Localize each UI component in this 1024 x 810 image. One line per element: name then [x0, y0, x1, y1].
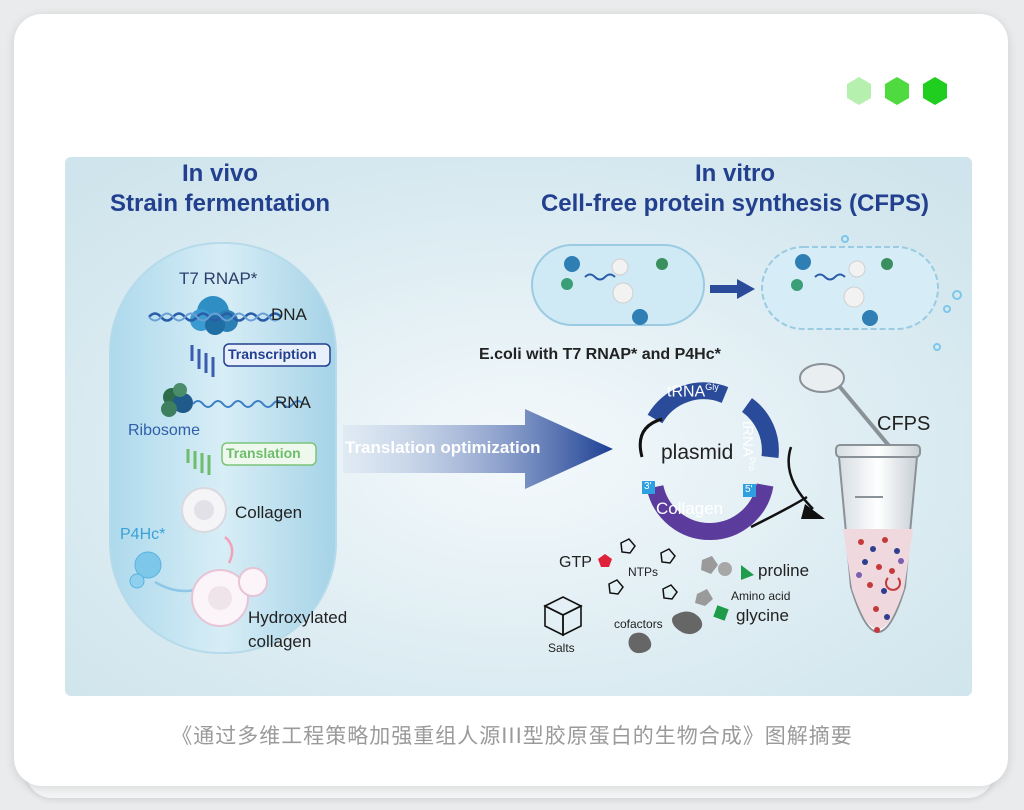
diagram-graphics: [109, 235, 962, 654]
trna-gly-sup: Gly: [705, 382, 719, 392]
salts-label: Salts: [548, 641, 575, 655]
trna-pro-sup: Pro: [747, 456, 757, 471]
gtp-pentagon-icon: [598, 554, 612, 567]
translation-label: Translation: [226, 445, 301, 461]
lysis-arrow: [710, 279, 755, 299]
ribosome-icon: [161, 383, 193, 417]
transcription-lines-icon: [190, 345, 215, 377]
hydroxylated-collagen-core: [208, 586, 232, 610]
translation-optimization-arrow: [343, 409, 613, 489]
p4hc-sphere-icon: [134, 551, 162, 579]
plasmid-label: plasmid: [661, 441, 734, 464]
collagen-label: Collagen: [235, 503, 303, 522]
hydroxylated-label-line1: Hydroxylated: [248, 608, 348, 627]
cfps-tube: [799, 363, 921, 633]
transcription-box: [223, 343, 331, 367]
hexagon-dots: [847, 77, 947, 105]
end-5-label: 5': [745, 484, 753, 495]
ecoli-label: E.coli with T7 RNAP* and P4Hc*: [479, 346, 721, 363]
plasmid-collagen-label: Collagen: [656, 499, 724, 518]
hydroxylated-collagen-small: [238, 567, 268, 597]
end-3-box: [642, 481, 655, 494]
translation-optimization-label: Translation optimization: [345, 438, 541, 457]
rna-strand-icon: [192, 400, 304, 408]
trna-gly-text: tRNA: [667, 383, 706, 401]
dna-helix-icon: [148, 312, 282, 322]
translation-lines-icon: [186, 449, 211, 475]
trna-gly-label: tRNAGly: [667, 382, 719, 401]
translation-box: [221, 442, 317, 466]
p4hc-sphere-small: [129, 573, 145, 589]
transcription-label: Transcription: [228, 346, 317, 362]
glycine-label: glycine: [736, 606, 789, 625]
in-vitro-title-line1: In vitro: [694, 160, 775, 187]
graphical-abstract-panel: In vivo Strain fermentation In vitro Cel…: [65, 157, 972, 696]
tube-contents: [856, 537, 904, 633]
in-vitro-title: In vitro Cell-free protein synthesis (CF…: [505, 159, 965, 219]
to-tube-arrow: [750, 446, 814, 529]
amino-acid-icons: [695, 556, 754, 621]
cofactors-label: cofactors: [614, 617, 663, 631]
end-3-label: 3': [644, 481, 652, 492]
pink-arrow-icon: [224, 536, 234, 564]
amino-acid-label: Amino acid: [731, 589, 791, 603]
ntps-label: NTPs: [628, 565, 658, 579]
to-tube-arrowhead: [801, 504, 825, 519]
dna-helix-strand-2: [148, 312, 282, 322]
salts-cube-icon: [543, 596, 583, 637]
rna-label: RNA: [275, 393, 311, 412]
hexagon-dot-medium: [885, 77, 909, 105]
p4hc-label: P4Hc*: [120, 526, 166, 543]
proline-label: proline: [758, 561, 810, 580]
dna-label: DNA: [271, 305, 307, 324]
promoter-arrow-icon: [638, 417, 663, 458]
in-vivo-title-line2: Strain fermentation: [109, 190, 331, 217]
end-5-box: [743, 484, 756, 497]
figure-caption: 《通过多维工程策略加强重组人源III型胶原蛋白的生物合成》图解摘要: [171, 724, 853, 748]
in-vitro-title-line2: Cell-free protein synthesis (CFPS): [540, 190, 930, 217]
ribosome-label: Ribosome: [128, 422, 201, 439]
in-vivo-title-line1: In vivo: [181, 160, 259, 187]
ecoli-cell-contents: [561, 235, 962, 351]
hexagon-dot-dark: [923, 77, 947, 105]
cfps-label: CFPS: [877, 413, 931, 435]
t7-rnap-label: T7 RNAP*: [179, 269, 258, 288]
trna-pro-text: tRNA: [739, 421, 756, 457]
hydroxylated-label-line2: collagen: [248, 632, 312, 651]
cofactor-shape-icon: [672, 611, 703, 635]
trna-pro-label: tRNAPro: [739, 421, 757, 471]
plasmid-ring: [646, 382, 779, 540]
blue-arrow-icon: [154, 580, 196, 593]
ntp-molecules-icon: [608, 538, 678, 600]
hexagon-dot-light: [847, 77, 871, 105]
cofactor-shape-2-icon: [628, 632, 652, 654]
gtp-label: GTP: [559, 554, 592, 571]
collagen-sphere-core: [194, 500, 214, 520]
in-vivo-title: In vivo Strain fermentation: [65, 159, 375, 219]
